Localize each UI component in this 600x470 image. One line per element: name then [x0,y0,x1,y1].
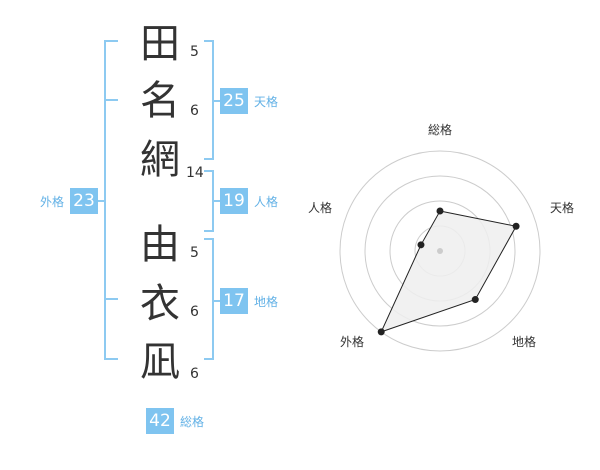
radar-ring [364,175,516,327]
radar-shape [380,210,517,333]
stroke-count-3: 14 [186,165,204,181]
stroke-count-2: 6 [190,103,199,119]
stroke-count-4: 5 [190,245,199,261]
name-char-5: 衣 [140,281,180,327]
radar-label-gaikaku: 外格 [340,334,364,349]
name-char-3: 網 [140,137,180,183]
stroke-count-6: 6 [190,366,199,382]
stroke-count-5: 6 [190,304,199,320]
name-char-6: 凪 [140,339,180,385]
jinkaku-value: 19 [220,188,248,214]
stroke-count-1: 5 [190,44,199,60]
soukaku-label: 総格 [180,415,205,429]
radar-label-chikaku: 地格 [512,334,536,349]
radar-point [377,328,385,336]
radar-point [512,222,520,230]
jinkaku-label: 人格 [254,195,279,209]
gaikaku-value: 23 [70,188,98,214]
radar-label-tenkaku: 天格 [550,200,574,215]
tenkaku-value: 25 [220,88,248,114]
radar-points [377,207,520,336]
chikaku-value: 17 [220,288,248,314]
radar-label-jinkaku: 人格 [308,200,332,215]
gaikaku-label: 外格 [40,195,65,209]
soukaku-value: 42 [146,408,174,434]
name-char-2: 名 [140,78,180,124]
radar-label-soukaku: 総格 [428,122,452,137]
chikaku-label: 地格 [254,295,279,309]
radar-center-dot [437,248,443,254]
radar-point [436,207,444,215]
radar-ring [339,150,541,352]
name-char-1: 田 [140,21,180,67]
tenkaku-label: 天格 [254,95,279,109]
name-char-4: 由 [140,222,180,268]
radar-point [471,296,479,304]
radar-point [417,241,425,249]
